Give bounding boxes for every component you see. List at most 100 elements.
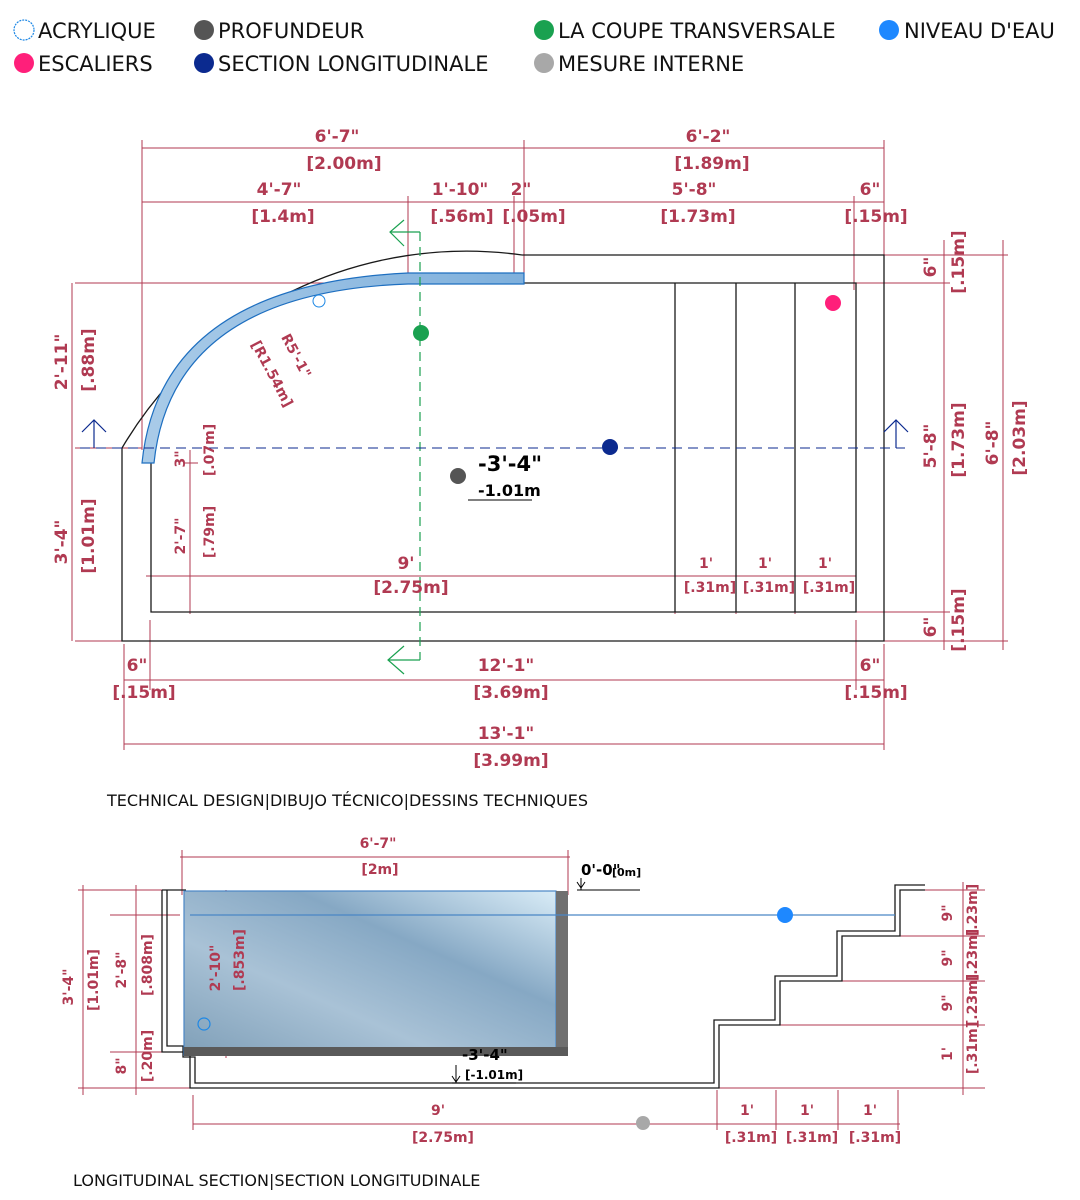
plan-right-top-met: [.15m] bbox=[949, 230, 969, 293]
plan-row2-a-imp: 4'-7" bbox=[257, 180, 302, 200]
section-top-level-imp: 0'-0" bbox=[581, 861, 621, 879]
stairs-icon bbox=[14, 53, 34, 73]
internal-measure-marker bbox=[636, 1116, 650, 1130]
legend-stairs: ESCALIERS bbox=[38, 52, 153, 76]
plan-depth-metric: -1.01m bbox=[478, 481, 541, 500]
plan-row2-e-met: [.15m] bbox=[844, 207, 907, 227]
plan-top-right-met: [1.89m] bbox=[674, 154, 749, 174]
section-window-imp: 6'-7" bbox=[360, 836, 397, 852]
depth-marker bbox=[450, 468, 466, 484]
stairs-marker bbox=[825, 295, 841, 311]
section-step2-imp: 1' bbox=[800, 1103, 814, 1119]
plan-radius-imp: R5'-1" bbox=[277, 331, 314, 381]
section-left-bottom-imp: 8" bbox=[114, 1057, 130, 1074]
level-arrow-top-icon bbox=[576, 878, 640, 891]
plan-row2-e-imp: 6" bbox=[860, 180, 881, 200]
section-rise1-met: [.23m] bbox=[965, 884, 981, 936]
plan-floor-imp: 9' bbox=[397, 554, 414, 574]
plan-step1-met: [.31m] bbox=[684, 580, 736, 596]
plan-bottom-mid-met: [3.69m] bbox=[473, 683, 548, 703]
section-rise2-met: [.23m] bbox=[965, 929, 981, 981]
plan-total-met: [3.99m] bbox=[473, 751, 548, 771]
section-arrow-top-icon bbox=[389, 219, 405, 247]
section-step1-met: [.31m] bbox=[725, 1130, 777, 1146]
plan-inner-mid-imp: 2'-7" bbox=[173, 518, 189, 555]
section-depth-imp: -3'-4" bbox=[462, 1046, 508, 1064]
plan-caption: TECHNICAL DESIGN|DIBUJO TÉCNICO|DESSINS … bbox=[106, 791, 588, 810]
plan-top-left-met: [2.00m] bbox=[306, 154, 381, 174]
section-left-water-imp: 2'-8" bbox=[114, 952, 130, 989]
section-rise3-met: [.23m] bbox=[965, 974, 981, 1026]
plan-left-upper-met: [.88m] bbox=[79, 328, 99, 391]
section-rise3-imp: 9" bbox=[940, 994, 956, 1011]
plan-row2-c-met: [.05m] bbox=[502, 207, 565, 227]
section-top-level-met: [0m] bbox=[612, 866, 641, 879]
section-left-total-met: [1.01m] bbox=[86, 949, 102, 1011]
plan-total-imp: 13'-1" bbox=[478, 724, 535, 744]
plan-bottom-right-met: [.15m] bbox=[844, 683, 907, 703]
plan-right-bottom-met: [.15m] bbox=[949, 588, 969, 651]
plan-step1-imp: 1' bbox=[699, 556, 713, 572]
plan-step2-imp: 1' bbox=[758, 556, 772, 572]
plan-right-mid-imp: 5'-8" bbox=[921, 424, 941, 469]
plan-view: -3'-4" -1.01m 6'-7" [2.00m] 6'-2" [1.89m… bbox=[52, 127, 1030, 810]
section-rise2-imp: 9" bbox=[940, 949, 956, 966]
long-section-marker bbox=[602, 439, 618, 455]
section-acrylic-marker bbox=[197, 1017, 211, 1031]
section-caption: LONGITUDINAL SECTION|SECTION LONGITUDINA… bbox=[73, 1171, 480, 1190]
section-rise4-imp: 1' bbox=[940, 1047, 956, 1061]
legend-long-section: SECTION LONGITUDINALE bbox=[218, 52, 488, 76]
section-left-water-met: [.808m] bbox=[140, 934, 156, 996]
acrylic-base bbox=[184, 1047, 568, 1056]
plan-bottom-right-imp: 6" bbox=[860, 656, 881, 676]
plan-row2-a-met: [1.4m] bbox=[251, 207, 314, 227]
internal-measure-icon bbox=[534, 53, 554, 73]
legend-cross-section: LA COUPE TRANSVERSALE bbox=[558, 19, 836, 43]
legend-depth: PROFUNDEUR bbox=[218, 19, 364, 43]
water-level-icon bbox=[879, 20, 899, 40]
plan-left-lower-imp: 3'-4" bbox=[52, 520, 72, 565]
plan-row2-b-imp: 1'-10" bbox=[432, 180, 489, 200]
depth-icon bbox=[194, 20, 214, 40]
water-level-marker bbox=[777, 907, 793, 923]
plan-row2-d-met: [1.73m] bbox=[660, 207, 735, 227]
section-floor-met: [2.75m] bbox=[412, 1130, 474, 1146]
section-left-bottom-met: [.20m] bbox=[140, 1030, 156, 1082]
legend: ACRYLIQUE PROFUNDEUR LA COUPE TRANSVERSA… bbox=[13, 19, 1055, 76]
section-step3-imp: 1' bbox=[863, 1103, 877, 1119]
acrylic-window-section bbox=[183, 890, 557, 1056]
plan-step3-imp: 1' bbox=[818, 556, 832, 572]
plan-left-upper-imp: 2'-11" bbox=[52, 334, 72, 391]
plan-depth-imperial: -3'-4" bbox=[478, 452, 542, 476]
plan-dimension-lines bbox=[71, 140, 1008, 750]
plan-row2-c-imp: 2" bbox=[511, 180, 532, 200]
section-rise4-met: [.31m] bbox=[965, 1022, 981, 1074]
plan-bottom-left-imp: 6" bbox=[127, 656, 148, 676]
plan-bottom-left-met: [.15m] bbox=[112, 683, 175, 703]
section-floor-imp: 9' bbox=[431, 1103, 445, 1119]
section-step2-met: [.31m] bbox=[786, 1130, 838, 1146]
section-left-total-imp: 3'-4" bbox=[61, 969, 77, 1006]
section-step1-imp: 1' bbox=[740, 1103, 754, 1119]
plan-inner-small-met: [.07m] bbox=[202, 424, 218, 476]
plan-inner-mid-met: [.79m] bbox=[202, 506, 218, 558]
legend-water-level: NIVEAU D'EAU bbox=[904, 19, 1055, 43]
section-window-height-met: [.853m] bbox=[232, 929, 248, 991]
level-arrow-bottom-icon bbox=[451, 1065, 516, 1084]
section-window-height-imp: 2'-10" bbox=[208, 945, 224, 992]
section-rise1-imp: 9" bbox=[940, 904, 956, 921]
plan-inner-small-imp: 3" bbox=[173, 450, 189, 467]
plan-right-top-imp: 6" bbox=[921, 257, 941, 278]
cross-section-marker bbox=[413, 325, 429, 341]
plan-step2-met: [.31m] bbox=[743, 580, 795, 596]
plan-right-total-imp: 6'-8" bbox=[983, 421, 1003, 466]
plan-right-total-met: [2.03m] bbox=[1010, 400, 1030, 475]
legend-acrylic: ACRYLIQUE bbox=[38, 19, 156, 43]
acrylic-marker bbox=[312, 294, 326, 308]
plan-right-bottom-imp: 6" bbox=[921, 617, 941, 638]
long-section-icon bbox=[194, 53, 214, 73]
plan-floor-met: [2.75m] bbox=[373, 578, 448, 598]
section-depth-met: [-1.01m] bbox=[465, 1068, 523, 1082]
plan-top-right-imp: 6'-2" bbox=[686, 127, 731, 147]
